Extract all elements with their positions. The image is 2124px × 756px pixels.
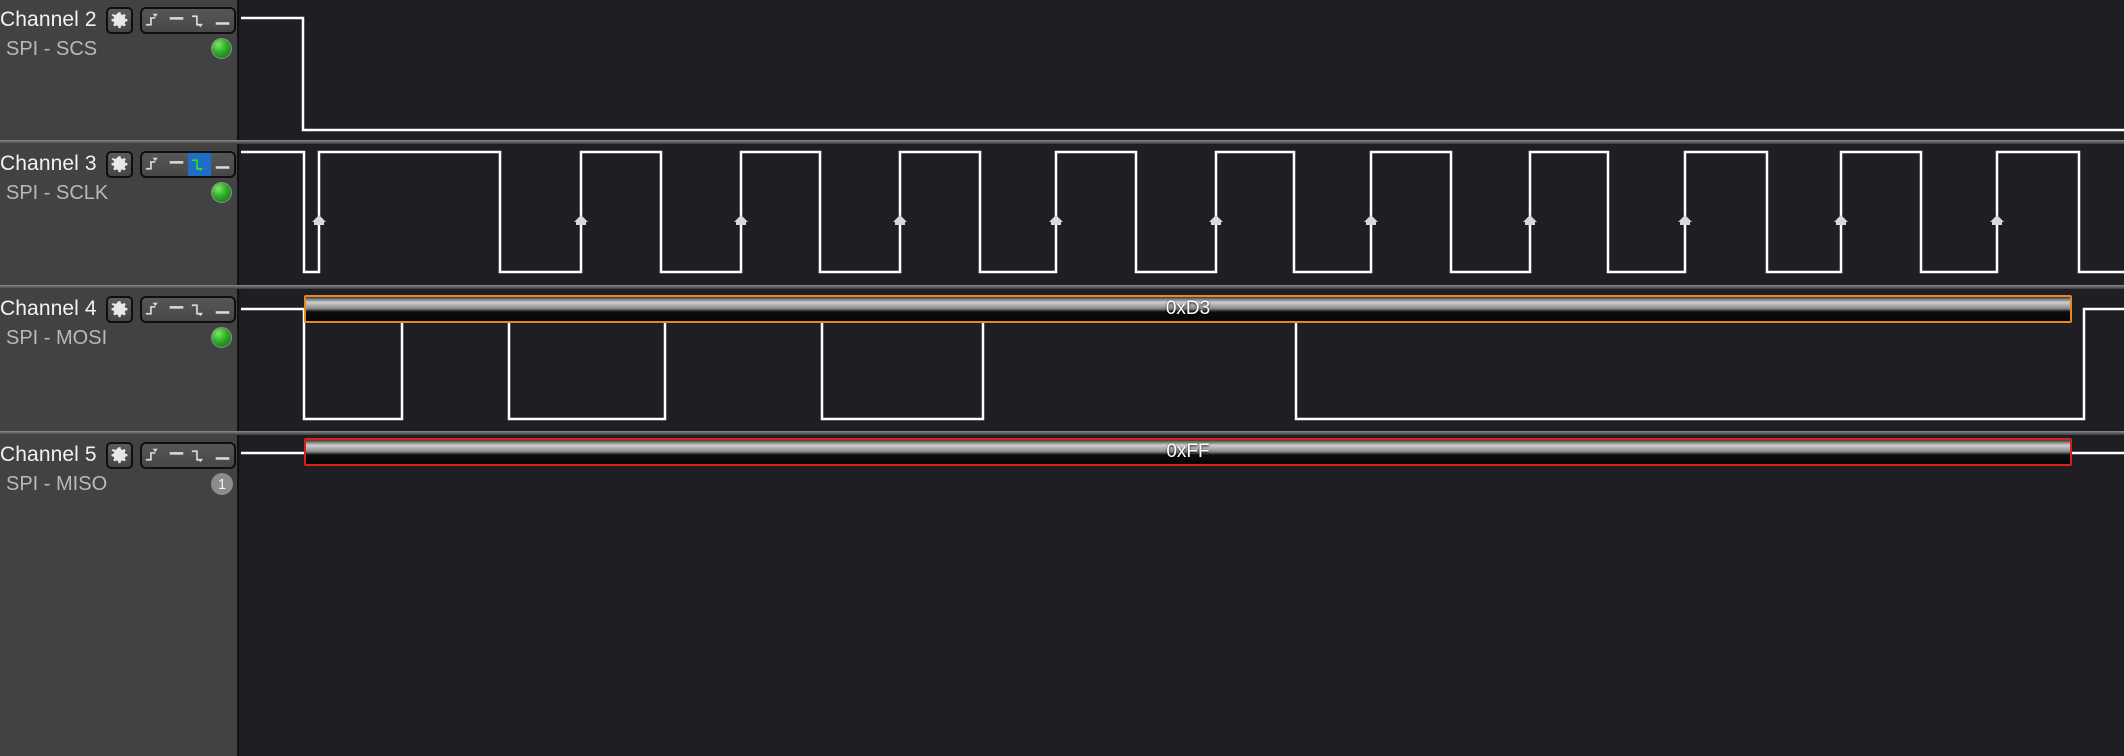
gear-icon (110, 446, 129, 465)
trigger-low-level-button[interactable] (211, 444, 234, 467)
row-divider (0, 285, 2124, 289)
high-level-icon (168, 447, 185, 464)
channel-status-led (211, 327, 232, 348)
trigger-mode-group[interactable] (140, 151, 236, 178)
trigger-mode-group[interactable] (140, 442, 236, 469)
channel-settings-button[interactable] (106, 7, 133, 34)
channel-protocol-label: SPI - SCLK (6, 182, 109, 204)
channel-status-led (211, 38, 232, 59)
gear-icon (110, 300, 129, 319)
trigger-rising-edge-button[interactable] (142, 444, 165, 467)
channel-protocol-label: SPI - MOSI (6, 327, 108, 349)
trigger-rising-edge-button[interactable] (142, 9, 165, 32)
row-divider (0, 140, 2124, 144)
high-level-icon (168, 156, 185, 173)
channel-panel-3[interactable]: Channel 3 SPI - SCLK (0, 144, 239, 285)
channel-protocol-label: SPI - SCS (6, 38, 98, 60)
channel-status-badge: 1 (211, 473, 233, 495)
falling-edge-icon (191, 12, 208, 29)
channel-waveform-sclk[interactable] (241, 144, 2124, 285)
low-level-icon (214, 447, 231, 464)
channel-protocol-label: SPI - MISO (6, 473, 108, 495)
trigger-rising-edge-button[interactable] (142, 298, 165, 321)
trigger-low-level-button[interactable] (211, 298, 234, 321)
trigger-falling-edge-button[interactable] (188, 444, 211, 467)
channel-waveform-miso[interactable]: 0xFF (241, 435, 2124, 756)
analyzer-bubble-mosi[interactable]: 0xD3 (304, 295, 2072, 323)
channel-title: Channel 5 (0, 443, 97, 466)
high-level-icon (168, 301, 185, 318)
low-level-icon (214, 156, 231, 173)
waveform-trace (241, 150, 2124, 274)
analyzer-bubble-label: 0xFF (1166, 441, 1210, 462)
rising-edge-icon (145, 447, 162, 464)
row-divider (0, 431, 2124, 435)
falling-edge-icon (191, 156, 208, 173)
analyzer-bubble-label: 0xD3 (1165, 298, 1211, 319)
trigger-mode-group[interactable] (140, 296, 236, 323)
trigger-marker-group (312, 215, 2004, 225)
waveform-trace (241, 307, 2124, 421)
rising-edge-icon (145, 12, 162, 29)
trigger-low-level-button[interactable] (211, 9, 234, 32)
trigger-falling-edge-button[interactable] (188, 9, 211, 32)
trigger-mode-group[interactable] (140, 7, 236, 34)
high-level-icon (168, 12, 185, 29)
channel-settings-button[interactable] (106, 151, 133, 178)
trigger-high-level-button[interactable] (165, 153, 188, 176)
falling-edge-icon (191, 447, 208, 464)
trigger-falling-edge-button[interactable] (188, 298, 211, 321)
channel-panel-5[interactable]: Channel 5 SPI - MISO (0, 435, 239, 756)
channel-row-2: Channel 2 SPI - SCS (0, 0, 2124, 140)
low-level-icon (214, 301, 231, 318)
channel-title: Channel 2 (0, 8, 97, 31)
falling-edge-icon (191, 301, 208, 318)
gear-icon (110, 11, 129, 30)
trigger-high-level-button[interactable] (165, 9, 188, 32)
rising-edge-icon (145, 301, 162, 318)
channel-settings-button[interactable] (106, 442, 133, 469)
channel-settings-button[interactable] (106, 296, 133, 323)
channel-waveform-scs[interactable] (241, 0, 2124, 140)
channel-panel-2[interactable]: Channel 2 SPI - SCS (0, 0, 239, 140)
channel-row-4: Channel 4 SPI - MOSI (0, 289, 2124, 431)
gear-icon (110, 155, 129, 174)
channel-row-3: Channel 3 SPI - SCLK (0, 144, 2124, 285)
channel-title: Channel 4 (0, 297, 97, 320)
channel-row-5: Channel 5 SPI - MISO (0, 435, 2124, 756)
channel-title: Channel 3 (0, 152, 97, 175)
trigger-high-level-button[interactable] (165, 444, 188, 467)
trigger-high-level-button[interactable] (165, 298, 188, 321)
trigger-low-level-button[interactable] (211, 153, 234, 176)
channel-waveform-mosi[interactable]: 0xD3 (241, 289, 2124, 431)
channel-panel-4[interactable]: Channel 4 SPI - MOSI (0, 289, 239, 431)
analyzer-bubble-miso[interactable]: 0xFF (304, 438, 2072, 466)
waveform-trace (241, 16, 2124, 132)
trigger-rising-edge-button[interactable] (142, 153, 165, 176)
trigger-falling-edge-button[interactable] (188, 153, 211, 176)
rising-edge-icon (145, 156, 162, 173)
channel-status-led (211, 182, 232, 203)
low-level-icon (214, 12, 231, 29)
